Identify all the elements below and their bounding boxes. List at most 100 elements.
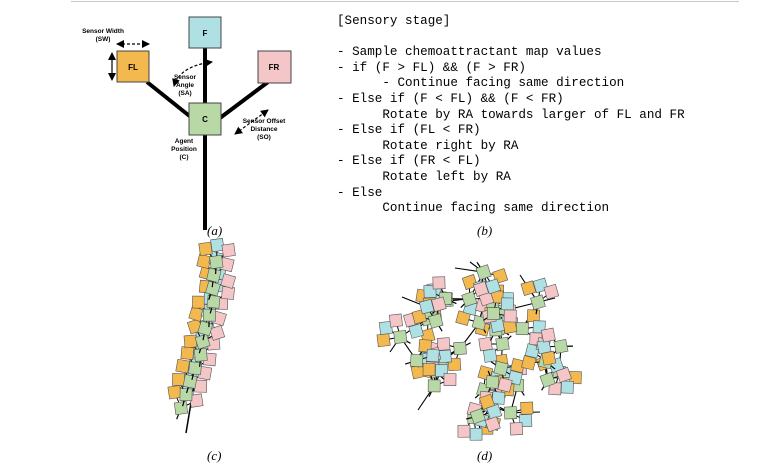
sensor-angle-label-1: Sensor xyxy=(174,74,197,81)
agent-sensor-square xyxy=(520,280,537,297)
algorithm-line: - Continue facing same direction xyxy=(337,76,625,91)
left-sensor-arm xyxy=(145,80,194,120)
agent-sensor-square xyxy=(409,353,424,368)
agent-sensor-square xyxy=(220,273,237,289)
sensor-left-label: FL xyxy=(128,63,138,72)
algorithm-line: - Sample chemoattractant map values xyxy=(337,45,602,60)
algorithm-line: - if (F > FL) && (F > FR) xyxy=(337,60,526,75)
agent-sensor-square xyxy=(221,243,236,258)
algorithm-line: Rotate by RA towards larger of FL and FR xyxy=(337,107,685,122)
sensor-offset-label-1: Sensor Offset xyxy=(243,118,286,125)
agent-position-label-2: Position xyxy=(171,146,197,153)
agent-sensor-square xyxy=(431,296,447,313)
agent-sensor-square xyxy=(422,363,436,377)
algorithm-line: - Else if (F < FL) && (F < FR) xyxy=(337,91,564,106)
sensor-right-label: FR xyxy=(269,63,280,72)
agent-sensor-square xyxy=(478,336,493,352)
agent-sensor-square xyxy=(530,294,546,311)
agent-sensor-square xyxy=(540,327,556,343)
algorithm-line: Rotate left by RA xyxy=(337,169,511,184)
caption-c: (c) xyxy=(207,448,222,463)
sensor-angle-label-3: (SA) xyxy=(178,90,191,97)
agent-sensor-square xyxy=(461,291,478,308)
agent-sensor-square xyxy=(388,313,403,328)
agent-sensor-square xyxy=(436,337,451,351)
agent-sensor-square xyxy=(418,298,435,315)
sensor-offset-arrow xyxy=(234,109,269,135)
agent-sensor-square xyxy=(484,416,501,433)
agent-sensor-square xyxy=(188,361,203,376)
agent-sensor-square xyxy=(209,254,224,270)
agent-sensor-square xyxy=(457,424,471,438)
algorithm-line: Rotate right by RA xyxy=(337,138,519,153)
agent-sensor-square xyxy=(209,324,226,341)
agent-sensor-square xyxy=(503,309,517,323)
agent-sensor-square xyxy=(432,276,446,290)
sensory-stage-algorithm: [Sensory stage] - Sample chemoattractant… xyxy=(337,14,685,217)
sensor-left-box: FL xyxy=(116,50,150,83)
agent-sensor-square xyxy=(495,336,510,352)
sensor-front-box: F xyxy=(188,16,222,49)
agent-sensor-square xyxy=(541,350,557,366)
agent-sensor-square xyxy=(497,377,513,393)
agent-sensor-square xyxy=(493,360,509,377)
agent-sensor-square xyxy=(205,280,221,297)
agent-sensor-square xyxy=(428,313,444,329)
agent-sensor-square xyxy=(206,294,221,309)
agent-sensor-square xyxy=(553,338,569,354)
agent-sensor-square xyxy=(491,391,506,405)
agent-sensor-square xyxy=(539,371,556,388)
agent-sensor-square xyxy=(210,237,225,253)
agent-sensor-square xyxy=(519,413,533,428)
agent-sensor-square xyxy=(526,309,540,323)
agent-sensor-square xyxy=(453,341,467,356)
sensor-width-label-2: (SW) xyxy=(96,36,111,43)
caption-a: (a) xyxy=(207,223,223,238)
agent-sensor-square xyxy=(469,408,486,425)
algorithm-line: - Else xyxy=(337,185,383,200)
algorithm-line: Continue facing same direction xyxy=(337,201,610,216)
agent-sensor-square xyxy=(203,308,216,322)
agent-sensor-square xyxy=(515,322,529,336)
agent-sensor-square xyxy=(536,339,552,355)
agent-sensor-square xyxy=(182,374,198,389)
agent-sensor-square xyxy=(475,264,492,281)
sensor-offset-label-2: Distance xyxy=(250,126,277,133)
agent-sensor-square xyxy=(438,349,452,364)
agent-sensor-square xyxy=(194,333,211,350)
sensor-width-label-1: Sensor Width xyxy=(82,28,124,35)
sensor-front-label: F xyxy=(203,29,208,38)
top-divider xyxy=(71,1,739,2)
agent-sensor-square xyxy=(555,366,572,383)
agent-sensor-square xyxy=(472,281,489,297)
agent-position-label-3: (C) xyxy=(179,154,188,161)
agent-sensor-square xyxy=(543,283,560,300)
agent-sensor-square xyxy=(486,307,500,320)
agent-center-box: C xyxy=(188,102,222,136)
agent-sensor-square xyxy=(503,406,518,420)
algorithm-line: - Else if (FL < FR) xyxy=(337,123,481,138)
agent-sensor-square xyxy=(443,373,457,386)
agent-sensor-square xyxy=(469,427,483,441)
agent-sensor-square xyxy=(179,388,193,402)
agent-sensor-square xyxy=(524,343,541,359)
agent-sensor-square xyxy=(521,355,537,371)
agent-position-label-1: Agent xyxy=(175,138,194,145)
algorithm-line: - Else if (FR < FL) xyxy=(337,154,481,169)
algorithm-line: [Sensory stage] xyxy=(337,14,451,28)
agent-sensor-square xyxy=(206,267,222,283)
agent-center-label: C xyxy=(202,115,208,124)
agent-sensor-square xyxy=(485,375,500,389)
agent-sensor-square xyxy=(560,380,574,394)
sensor-right-box: FR xyxy=(257,50,292,84)
agent-sensor-square xyxy=(173,400,189,416)
caption-b: (b) xyxy=(477,223,493,238)
agent-sensor-square xyxy=(485,278,502,295)
agent-sensor-square xyxy=(426,348,440,363)
right-sensor-arm xyxy=(218,80,270,120)
caption-d: (d) xyxy=(477,448,493,463)
sensor-offset-label-3: (SO) xyxy=(257,134,271,141)
